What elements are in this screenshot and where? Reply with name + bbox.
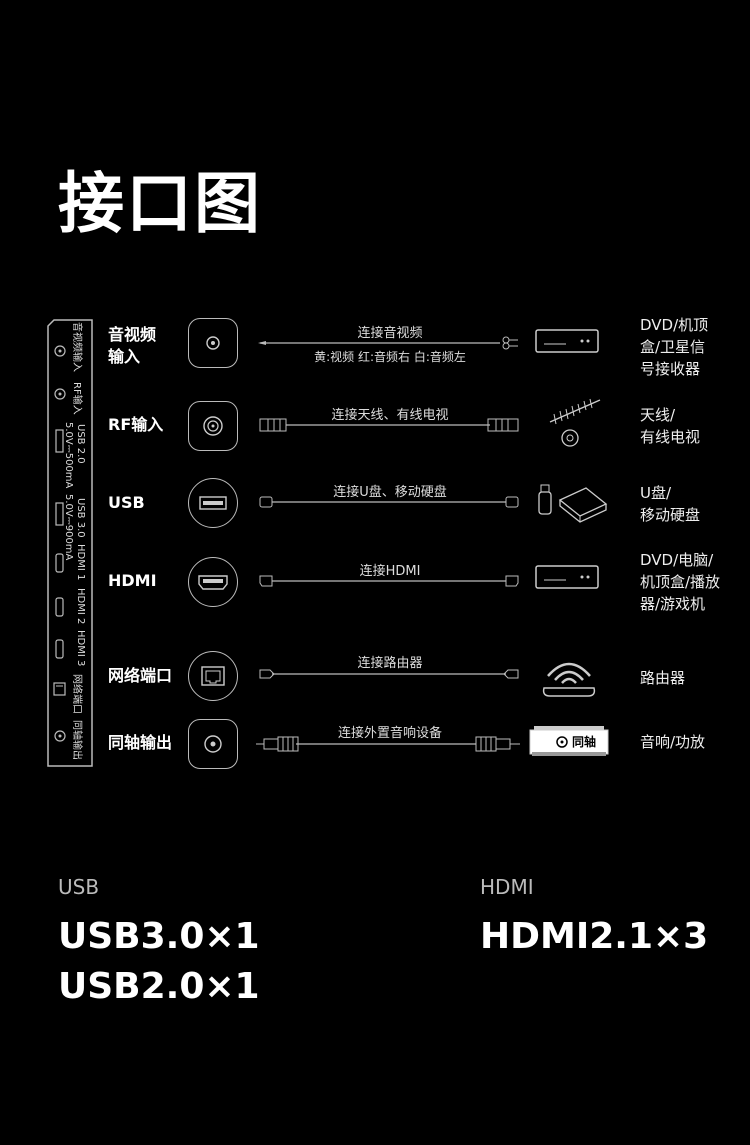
port-box-usb — [188, 478, 238, 528]
port-label-usb: USB — [108, 493, 145, 512]
cable-label-lan: 连接路由器 — [357, 656, 423, 671]
device-label-av: DVD/机顶 盒/卫星信 号接收器 — [640, 316, 709, 378]
port-box-rf — [188, 401, 238, 451]
spec-value-usb3: USB3.0×1 — [58, 916, 260, 957]
spec-value-usb2: USB2.0×1 — [58, 966, 260, 1007]
port-box-coax — [188, 719, 238, 769]
port-box-av — [188, 318, 238, 368]
cable-hdmi: 连接HDMI — [256, 560, 524, 600]
device-dvd-box — [530, 322, 608, 372]
panel-label-av: 音视频输入 — [71, 322, 82, 372]
device-label-coax: 音响/功放 — [640, 733, 706, 751]
spec-heading-usb: USB — [58, 875, 100, 899]
cable-rf: 连接天线、有线电视 — [256, 404, 524, 444]
panel-label-hdmi3: HDMI 3 — [75, 630, 86, 667]
cable-label-av: 连接音视频 — [357, 326, 423, 341]
device-set-top-box — [530, 558, 608, 608]
port-box-lan — [188, 651, 238, 701]
device-antenna — [530, 396, 608, 447]
panel-label-usb2-power: 5.0V⎓500mA — [63, 422, 74, 489]
spec-heading-hdmi: HDMI — [480, 875, 534, 899]
page-title: 接口图 — [58, 165, 262, 242]
panel-label-hdmi2: HDMI 2 — [75, 588, 86, 625]
cable-label-coax: 连接外置音响设备 — [337, 726, 442, 741]
panel-label-rf: RF输入 — [71, 382, 82, 415]
cable-usb: 连接U盘、移动硬盘 — [256, 481, 524, 521]
panel-label-usb2: USB 2.0 — [75, 424, 86, 464]
cable-label-rf: 连接天线、有线电视 — [331, 408, 449, 423]
port-box-hdmi — [188, 557, 238, 607]
cable-coax: 连接外置音响设备 — [256, 722, 524, 762]
device-amplifier: 同轴 — [526, 722, 612, 772]
tv-side-panel: 音视频输入 RF输入 USB 2.0 5.0V⎓500mA USB 3.0 5.… — [44, 318, 94, 768]
device-router — [530, 648, 608, 698]
device-label-lan: 路由器 — [640, 669, 686, 687]
cable-av: 连接音视频 黄:视频 红:音频右 白:音频左 — [256, 322, 524, 364]
device-usb-drive-hdd — [530, 480, 608, 530]
port-label-lan: 网络端口 — [108, 666, 173, 685]
port-label-av: 音视频 输入 — [108, 325, 157, 366]
cable-label-usb: 连接U盘、移动硬盘 — [333, 485, 447, 500]
device-label-usb: U盘/ 移动硬盘 — [640, 484, 701, 524]
panel-label-usb3-power: 5.0V⎓900mA — [63, 494, 74, 561]
cable-label-hdmi: 连接HDMI — [359, 564, 421, 579]
cable-sublabel-av: 黄:视频 红:音频右 白:音频左 — [314, 350, 466, 364]
panel-label-usb3: USB 3.0 — [75, 498, 86, 538]
device-label-hdmi: DVD/电脑/ 机顶盒/播放 器/游戏机 — [640, 551, 721, 613]
coax-device-label: 同轴 — [572, 735, 597, 749]
panel-label-coax: 同轴输出 — [71, 720, 82, 760]
port-label-hdmi: HDMI — [108, 571, 157, 590]
port-label-coax: 同轴输出 — [108, 733, 173, 752]
spec-value-hdmi: HDMI2.1×3 — [480, 916, 709, 957]
panel-label-lan: 网络端口 — [71, 674, 82, 714]
panel-label-hdmi1: HDMI 1 — [75, 544, 86, 581]
cable-lan: 连接路由器 — [256, 652, 524, 692]
device-label-rf: 天线/ 有线电视 — [640, 406, 701, 446]
port-label-rf: RF输入 — [108, 415, 164, 434]
